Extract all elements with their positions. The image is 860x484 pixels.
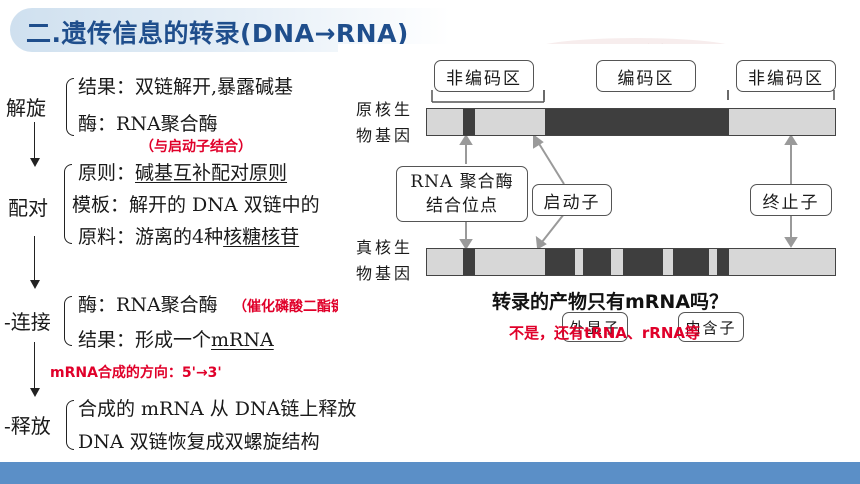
- eukaryote-label-2: 物基因: [356, 264, 414, 283]
- unwind-enzyme: 酶：RNA聚合酶: [78, 113, 218, 135]
- diagram-lines: [431, 90, 835, 250]
- brace-unwind: [66, 78, 74, 136]
- arrowhead-rnap-down: [459, 239, 473, 250]
- arrow-promoter-up: [537, 141, 565, 185]
- flow-arrowhead-2: [30, 280, 40, 289]
- flow-arrow-2: [34, 236, 35, 282]
- bracket-hidden: [544, 90, 832, 102]
- bracket-left: [431, 90, 545, 103]
- brace-link: [64, 296, 72, 346]
- label-intron: 内含子: [678, 312, 744, 342]
- arrow-promoter-down: [541, 213, 565, 243]
- eukaryote-label-1: 真核生: [356, 238, 414, 257]
- step-link-label: -连接: [4, 310, 51, 334]
- exon-seg-3: [623, 249, 663, 275]
- label-coding: 编码区: [596, 60, 696, 92]
- flow-arrow-1: [34, 122, 35, 160]
- brace-pair: [64, 164, 72, 244]
- prokaryote-coding-seg: [545, 109, 729, 135]
- label-noncoding-left: 非编码区: [434, 60, 534, 92]
- prokaryote-label-2: 物基因: [356, 126, 414, 145]
- arrowhead-rnap-up: [459, 134, 473, 145]
- unwind-result: 结果：双链解开,暴露碱基: [78, 76, 294, 98]
- link-result: 结果：形成一个mRNA: [78, 329, 274, 351]
- label-rnap-binding-site: RNA 聚合酶 结合位点: [396, 166, 528, 222]
- exon-seg-1: [545, 249, 575, 275]
- exon-seg-4: [673, 249, 709, 275]
- flow-arrowhead-1: [30, 158, 40, 167]
- direction-note: mRNA合成的方向：5'→3': [50, 365, 222, 381]
- label-exon: 外显子: [562, 312, 628, 342]
- arrowhead-promoter-up: [533, 134, 544, 149]
- flow-arrowhead-3: [30, 388, 40, 397]
- step-pair-label: 配对: [8, 196, 48, 220]
- step-release-label: -释放: [4, 414, 51, 438]
- eukaryote-promoter-seg: [463, 249, 475, 275]
- exon-seg-5: [717, 249, 729, 275]
- footer-bar: [0, 462, 860, 484]
- arrowhead-terminator-down: [784, 237, 798, 248]
- brace-release: [66, 400, 74, 450]
- bracket-right-ticks: [727, 90, 835, 100]
- arrowhead-promoter-down: [535, 235, 547, 250]
- gene-structure-diagram: 非编码区 编码区 非编码区 原核生 物基因: [338, 44, 860, 356]
- arrowhead-terminator-up: [784, 134, 798, 145]
- page-title: 二.遗传信息的转录(DNA→RNA): [26, 19, 409, 48]
- step-unwind-label: 解旋: [6, 96, 46, 120]
- release-line-2: DNA 双链恢复成双螺旋结构: [78, 431, 320, 453]
- label-terminator: 终止子: [750, 184, 832, 216]
- link-enzyme: 酶：RNA聚合酶: [78, 294, 218, 316]
- pair-template: 模板：解开的 DNA 双链中的: [72, 194, 320, 216]
- question-text: 转录的产物只有mRNA吗？: [492, 291, 729, 313]
- label-promoter: 启动子: [532, 184, 612, 216]
- prokaryote-label-1: 原核生: [356, 100, 414, 119]
- pair-principle: 原则：碱基互补配对原则: [78, 162, 288, 184]
- answer-text: 不是，还有tRNA、rRNA等: [509, 324, 700, 342]
- bracket-coding-ticks: [543, 90, 729, 100]
- release-line-1: 合成的 mRNA 从 DNA链上释放: [78, 398, 357, 420]
- unwind-note: （与启动子结合）: [140, 139, 252, 155]
- label-noncoding-right: 非编码区: [736, 60, 836, 92]
- pair-material: 原料：游离的4种核糖核苷: [78, 226, 300, 248]
- eukaryote-gene-bar: [426, 248, 836, 276]
- prokaryote-gene-bar: [426, 108, 836, 136]
- exon-seg-2: [583, 249, 611, 275]
- prokaryote-promoter-seg: [463, 109, 475, 135]
- flow-arrow-3: [34, 342, 35, 390]
